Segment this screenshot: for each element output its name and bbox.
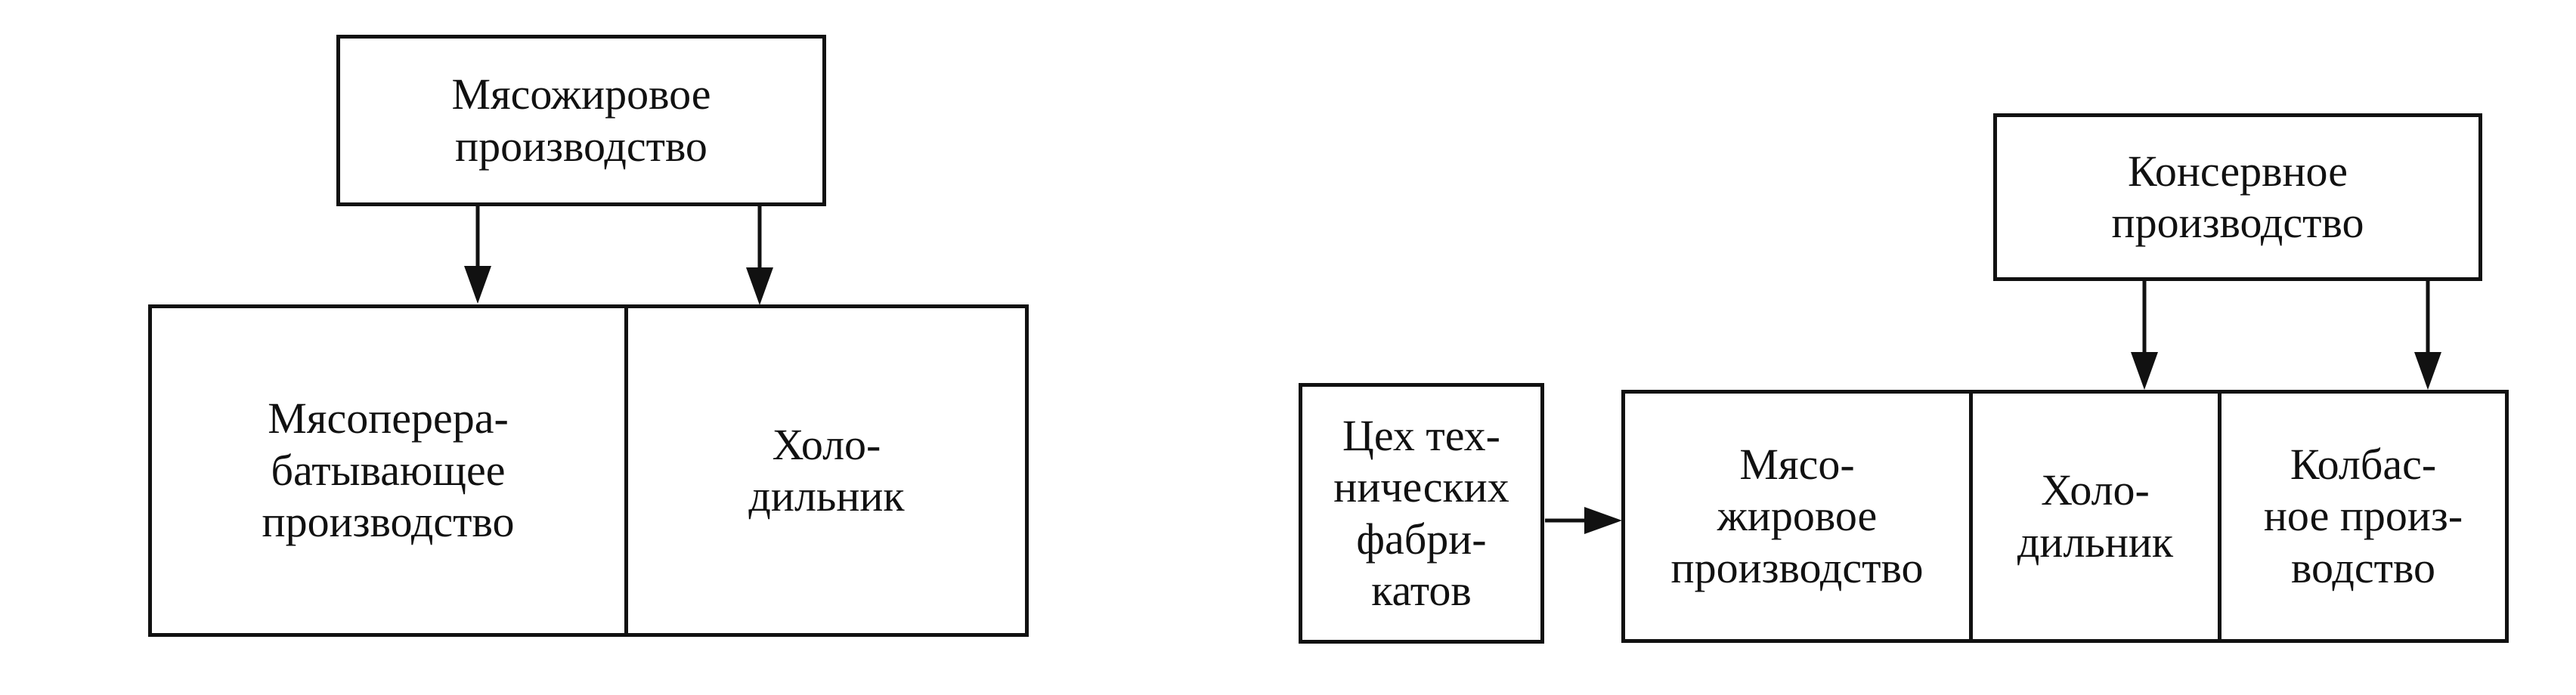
left-top-to-processing-arrow bbox=[464, 202, 491, 304]
refrigerator-box-left: Холо- дильник bbox=[624, 304, 1029, 637]
left-top-to-refrigerator-arrow bbox=[746, 202, 773, 305]
meat-fat-production-box: Мясожировое производство bbox=[336, 35, 826, 206]
meat-fat-production-box-right: Мясо- жировое производство bbox=[1621, 390, 1973, 643]
meat-processing-production-box: Мясоперера- батывающее производство bbox=[148, 304, 628, 637]
canning-production-box: Консервное производство bbox=[1993, 113, 2482, 281]
sausage-production-box: Колбас- ное произ- водство bbox=[2218, 390, 2509, 643]
refrigerator-box-right: Холо- дильник bbox=[1969, 390, 2221, 643]
technical-workshop-box: Цех тех- нических фабри- катов bbox=[1299, 383, 1544, 644]
right-top-to-sausage-arrow bbox=[2414, 278, 2441, 390]
right-top-to-refrigerator-arrow bbox=[2131, 278, 2158, 390]
workshop-to-main-arrow bbox=[1545, 507, 1622, 534]
